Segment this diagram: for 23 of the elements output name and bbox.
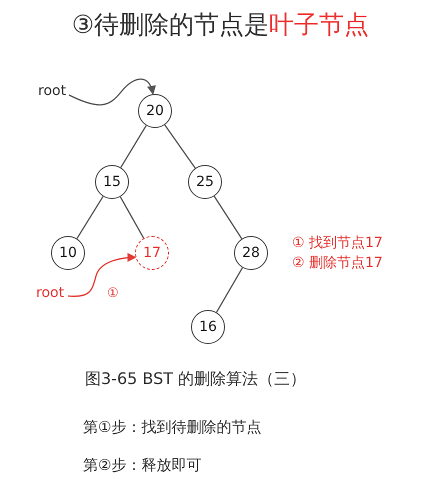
step-note: ② 删除节点17 (292, 254, 383, 272)
tree-node: 20 (138, 94, 172, 128)
tree-link (76, 196, 104, 239)
tree-link (120, 125, 147, 168)
title: ③待删除的节点是叶子节点 (70, 9, 370, 41)
step-note: ① 找到节点17 (292, 234, 383, 252)
tree-node: 16 (191, 310, 225, 344)
edge-label: ① (107, 286, 119, 300)
figure-caption: 图3-65 BST 的删除算法（三） (85, 369, 306, 390)
tree-node: 10 (51, 236, 85, 270)
step-text: 第②步：释放即可 (83, 456, 202, 475)
tree-node: 25 (188, 165, 222, 199)
pointer-label: root (38, 83, 66, 99)
tree-node: 15 (95, 165, 129, 199)
tree-node: 28 (234, 236, 268, 270)
tree-link (216, 267, 244, 313)
pointer-label: root (36, 285, 64, 301)
pointer-arrow (68, 78, 156, 106)
deleted-node: 17 (135, 236, 169, 270)
step-text: 第①步：找到待删除的节点 (83, 418, 262, 437)
tree-link (214, 196, 242, 240)
pointer-arrow (68, 253, 136, 297)
tree-link (164, 124, 196, 168)
